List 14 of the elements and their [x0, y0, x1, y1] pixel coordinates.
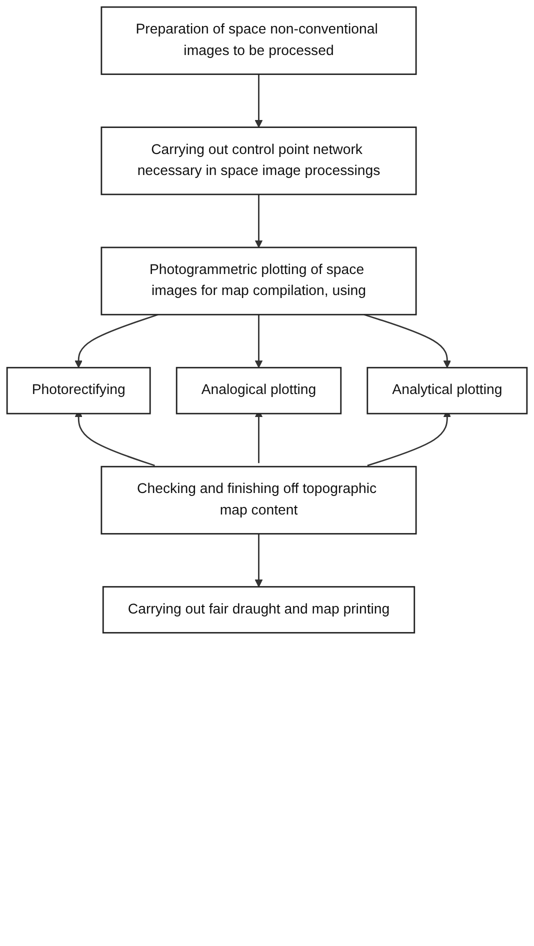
node-box: Analytical plotting [366, 366, 528, 414]
arrow [74, 314, 158, 368]
node-box: Carrying out fair draught and map printing [102, 586, 416, 634]
arrow [364, 314, 452, 368]
node-box: Carrying out control point network necessary in space image processings [100, 126, 417, 196]
node-box: Photogrammetric plotting of space images for map compilation, using [100, 246, 417, 316]
node-box: Photorectifying [6, 366, 151, 414]
arrow [254, 194, 263, 248]
arrow [254, 314, 263, 368]
node-box: Preparation of space non-conventional images to be processed [100, 6, 417, 75]
node-box: Analogical plotting [176, 366, 342, 414]
arrow [254, 534, 263, 588]
arrow [254, 74, 263, 128]
node-box: Checking and finishing off topographic map content [100, 466, 417, 534]
